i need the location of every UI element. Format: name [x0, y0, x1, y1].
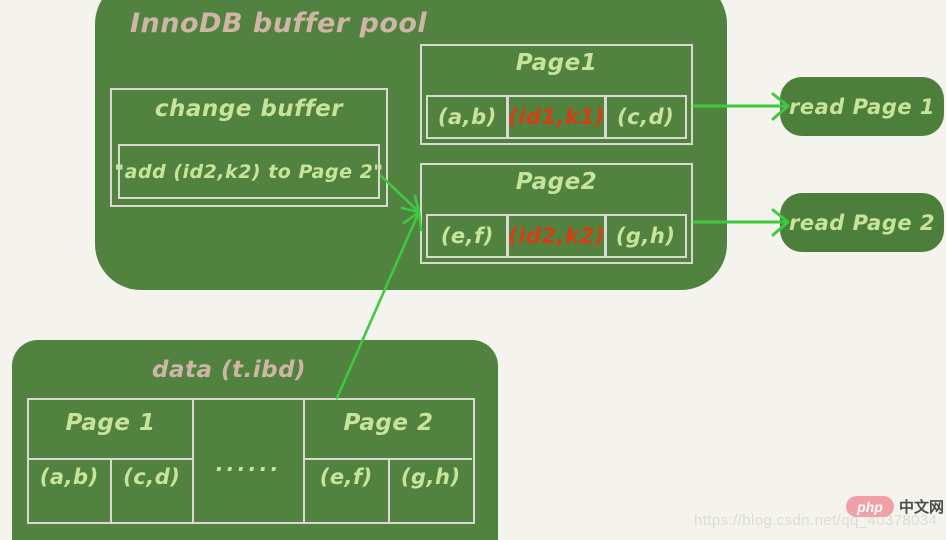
- data-file-column-page1: Page 1 (a,b) (c,d): [29, 400, 194, 522]
- buffer-pool-page1-title: Page1: [515, 50, 598, 76]
- data-file-page1-title: Page 1: [65, 410, 156, 436]
- buffer-pool-page2-cell-id2k2: (id2,k2): [506, 214, 607, 258]
- data-file-column-page2: Page 2 (e,f) (g,h): [305, 400, 472, 522]
- buffer-pool-page1-cell-id1k1: (id1,k1): [506, 95, 607, 139]
- buffer-pool-page2-cell-ef: (e,f): [426, 214, 509, 258]
- watermark-logo: php 中文网: [846, 496, 944, 517]
- buffer-pool-page2-box: Page2 (e,f) (id2,k2) (g,h): [420, 163, 693, 264]
- buffer-pool-page1-cell-row: (a,b) (id1,k1) (c,d): [426, 95, 687, 139]
- php-logo-text: 中文网: [899, 499, 945, 516]
- data-file-ellipsis: ......: [215, 452, 282, 476]
- read-page1-label: read Page 1: [788, 94, 936, 119]
- read-page2-label: read Page 2: [788, 210, 936, 235]
- read-page2-pill: read Page 2: [780, 193, 944, 252]
- change-buffer-box: change buffer "add (id2,k2) to Page 2": [110, 88, 388, 207]
- buffer-pool-page2-cell-row: (e,f) (id2,k2) (g,h): [426, 214, 687, 258]
- data-file-page1-cell-row: (a,b) (c,d): [29, 458, 192, 522]
- buffer-pool-page2-title: Page2: [515, 169, 598, 195]
- buffer-pool-page1-box: Page1 (a,b) (id1,k1) (c,d): [420, 44, 693, 145]
- innodb-buffer-pool-title: InnoDB buffer pool: [130, 8, 428, 39]
- data-file-table: Page 1 (a,b) (c,d) ...... Page 2 (e,f) (…: [27, 398, 475, 524]
- buffer-pool-page1-cell-ab: (a,b): [426, 95, 509, 139]
- data-file-page2-cell-ef: (e,f): [305, 460, 390, 522]
- read-page1-pill: read Page 1: [780, 77, 944, 136]
- data-file-page2-cell-row: (e,f) (g,h): [305, 458, 472, 522]
- buffer-pool-page1-cell-cd: (c,d): [604, 95, 687, 139]
- php-logo-badge: php: [846, 496, 894, 517]
- change-buffer-entry-text: "add (id2,k2) to Page 2": [114, 160, 384, 183]
- change-buffer-entry-box: "add (id2,k2) to Page 2": [114, 144, 383, 199]
- data-file-title: data (t.ibd): [152, 357, 307, 383]
- data-file-column-ellipsis: ......: [194, 400, 305, 522]
- buffer-pool-page2-cell-gh: (g,h): [604, 214, 687, 258]
- data-file-page1-cell-ab: (a,b): [29, 460, 112, 522]
- data-file-page2-title: Page 2: [343, 410, 434, 436]
- change-buffer-title: change buffer: [154, 96, 344, 122]
- data-file-page1-cell-cd: (c,d): [123, 465, 181, 489]
- data-file-page2-cell-gh: (g,h): [400, 465, 461, 489]
